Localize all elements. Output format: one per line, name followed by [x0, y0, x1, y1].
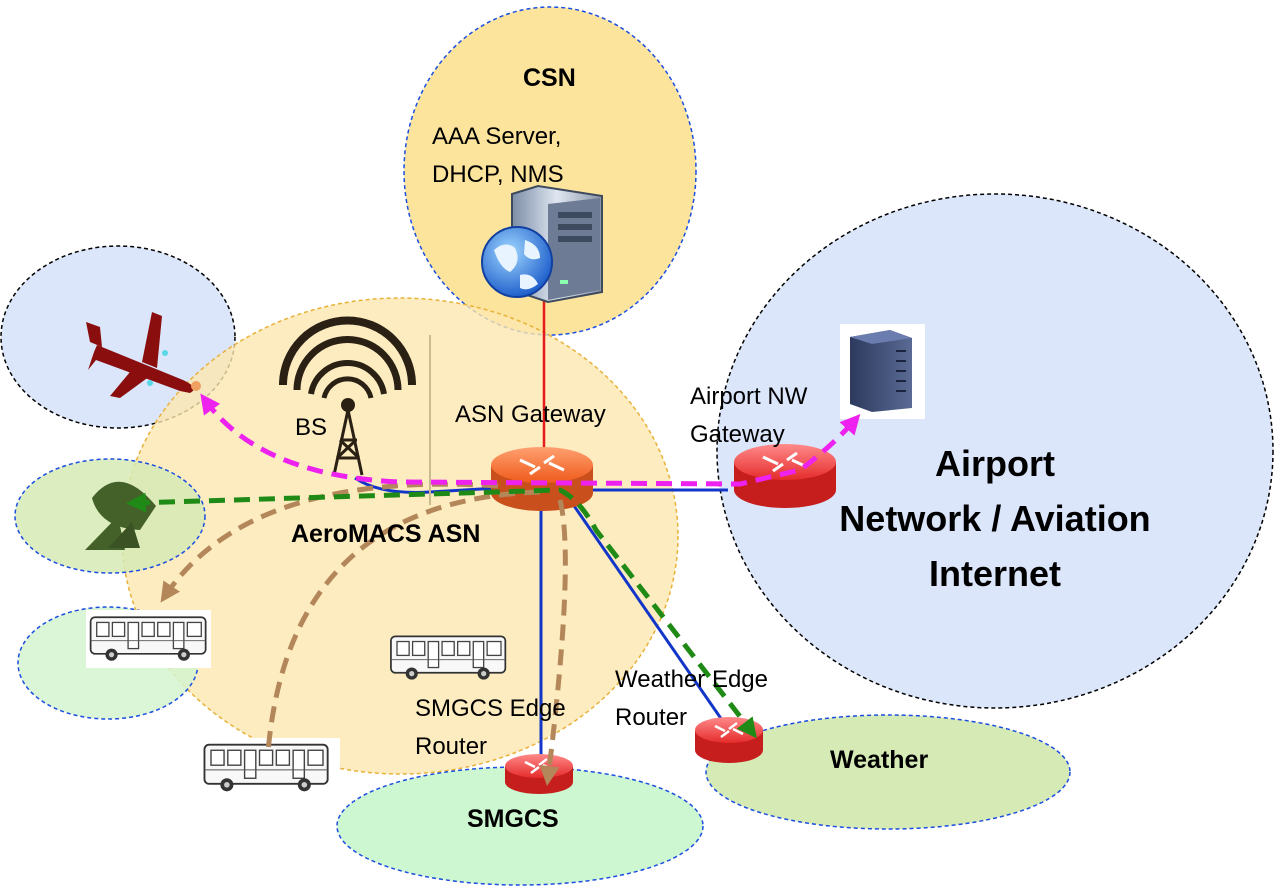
csn-services-label: AAA Server,	[432, 123, 561, 150]
csn-services-label: DHCP, NMS	[432, 161, 564, 188]
airport-network-title: Internet	[929, 553, 1061, 594]
weather-zone	[705, 714, 1071, 830]
weather-edge-router-icon	[695, 717, 763, 763]
aircraft-icon	[86, 312, 201, 398]
green-flow-satcom-to-weather	[126, 487, 757, 739]
labels: CSN AAA Server, DHCP, NMS BS ASN Gateway…	[291, 64, 1151, 833]
smgcs-edge-router-label: SMGCS Edge	[415, 695, 566, 722]
magenta-flow-aircraft-to-airport-server	[200, 393, 861, 487]
weather-label: Weather	[830, 746, 928, 774]
airport-network-title: Airport	[935, 443, 1055, 484]
csn-server-icon	[481, 184, 603, 304]
airport-gateway-router-icon	[734, 444, 836, 508]
bus-icon	[203, 743, 329, 793]
bus-icon	[89, 616, 207, 662]
asn-gateway-label: ASN Gateway	[455, 401, 606, 428]
csn-zone	[403, 6, 697, 336]
asn-gateway-router-icon	[491, 447, 593, 511]
weather-edge-router-label: Weather Edge	[615, 666, 768, 693]
airport-server-icon	[840, 324, 925, 419]
bus-icon	[390, 635, 507, 681]
airport-nw-gateway-label: Gateway	[690, 421, 785, 448]
aeromacs-asn-label: AeroMACS ASN	[291, 520, 480, 548]
data-flows	[126, 393, 861, 786]
smgcs-edge-router-label: Router	[415, 733, 487, 760]
zones	[0, 6, 1274, 886]
smgcs-label: SMGCS	[467, 805, 559, 833]
smgcs-zone	[336, 766, 704, 886]
base-station-label: BS	[295, 414, 327, 441]
smgcs-edge-router-icon	[505, 754, 573, 794]
csn-label: CSN	[523, 64, 576, 92]
airport-network-zone	[716, 193, 1274, 709]
weather-edge-router-label: Router	[615, 704, 687, 731]
airport-nw-gateway-label: Airport NW	[690, 383, 808, 410]
airport-network-title: Network / Aviation	[839, 498, 1150, 539]
